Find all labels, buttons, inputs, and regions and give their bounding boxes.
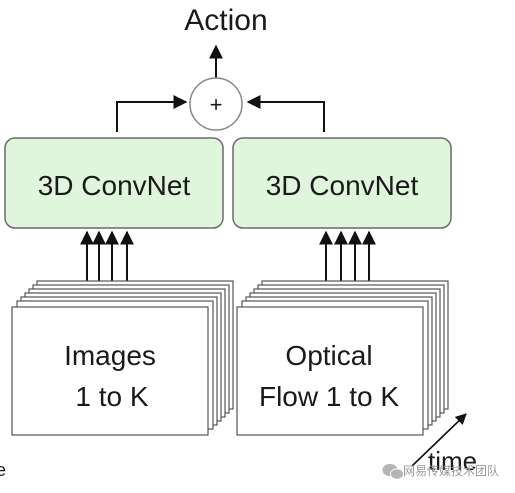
flow-convnet-label: 3D ConvNet — [266, 170, 419, 201]
rgb-to-fusion-arrow — [116, 95, 188, 132]
fusion-symbol: + — [210, 92, 223, 117]
flow-frame-stack — [236, 280, 449, 436]
fusion-node — [189, 77, 243, 131]
rgb-input-label-line1: Images — [64, 340, 156, 371]
edge-fragment-text: e — [0, 460, 6, 480]
watermark-text: 网易传媒技术团队 — [403, 463, 499, 478]
rgb-frame-stack — [11, 280, 234, 436]
time-axis-arrow — [411, 413, 467, 467]
wechat-icon — [381, 463, 404, 480]
flow-to-fusion-arrow — [246, 95, 325, 132]
rgb-convnet-box — [4, 137, 224, 229]
flow-convnet-box — [232, 137, 452, 229]
rgb-input-label-line2: 1 to K — [75, 381, 148, 412]
flow-input-label-line2: Flow 1 to K — [259, 381, 399, 412]
watermark: 网易传媒技术团队 — [381, 463, 499, 480]
flow-input-label-line1: Optical — [285, 340, 372, 371]
time-axis-label: time — [428, 446, 477, 476]
rgb-convnet-label: 3D ConvNet — [38, 170, 191, 201]
output-label: Action — [184, 4, 267, 37]
